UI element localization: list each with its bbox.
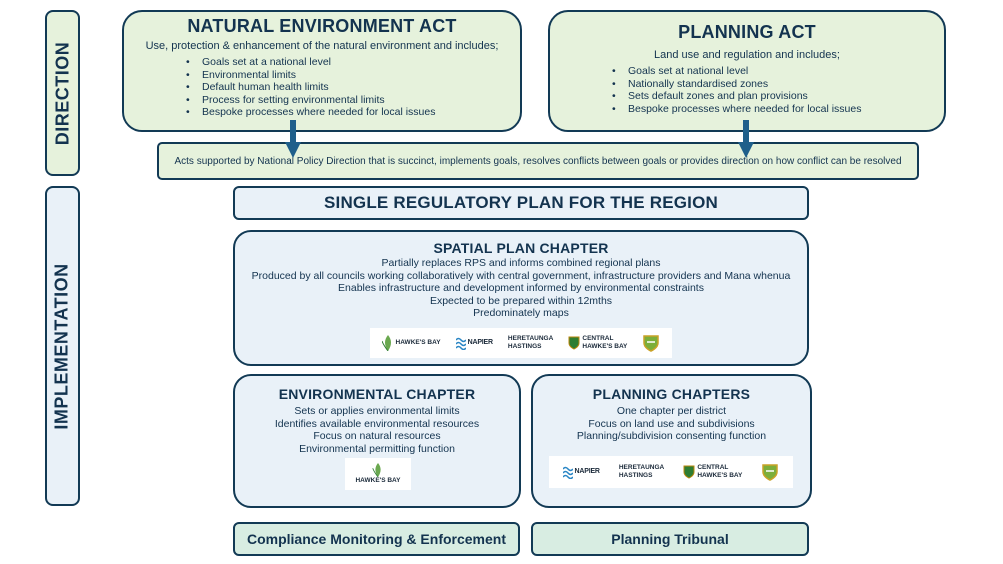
- list-item: One chapter per district: [616, 405, 727, 417]
- planning-act-intro: Land use and regulation and includes;: [654, 49, 840, 61]
- environmental-chapter-title: ENVIRONMENTAL CHAPTER: [278, 386, 476, 402]
- natural-environment-act-intro: Use, protection & enhancement of the nat…: [145, 40, 499, 52]
- logo-text: NAPIER: [467, 338, 493, 346]
- environmental-chapter-logo: HAWKE'S BAY: [345, 458, 411, 490]
- logo-text: HERETAUNGA: [507, 335, 554, 342]
- direction-side-label: DIRECTION: [45, 10, 80, 176]
- logo-text: HAWKE'S BAY: [582, 342, 628, 350]
- spatial-plan-chapter-lines: Partially replaces RPS and informs combi…: [235, 257, 807, 320]
- planning-chapters-council-logos: NAPIER HERETAUNGA HASTINGS CENTRAL HAWKE…: [549, 456, 793, 488]
- crest-logo: [761, 463, 779, 481]
- compliance-monitoring-text: Compliance Monitoring & Enforcement: [246, 531, 506, 547]
- implementation-side-label: IMPLEMENTATION: [45, 186, 80, 506]
- logo-text: HASTINGS: [618, 471, 653, 479]
- single-regulatory-plan-title: SINGLE REGULATORY PLAN FOR THE REGION: [233, 186, 809, 220]
- central-hawkes-bay-district-council-logo: CENTRAL HAWKE'S BAY: [683, 464, 743, 479]
- logo-text: HAWKE'S BAY: [395, 338, 441, 346]
- napier-city-council-logo: NAPIER: [455, 336, 493, 350]
- list-item: Planning/subdivision consenting function: [576, 430, 767, 443]
- planning-act-box: PLANNING ACT Land use and regulation and…: [548, 10, 946, 132]
- list-item: Sets default zones and plan provisions: [612, 90, 934, 103]
- planning-chapters-lines: One chapter per district Focus on land u…: [533, 405, 810, 443]
- list-item: Focus on natural resources: [313, 430, 441, 443]
- list-item: Default human health limits: [186, 81, 510, 94]
- leaf-icon: [372, 463, 381, 478]
- list-item: Goals set at a national level: [186, 56, 510, 69]
- list-item: Process for setting environmental limits: [186, 94, 510, 107]
- spatial-plan-chapter-box: SPATIAL PLAN CHAPTER Partially replaces …: [233, 230, 809, 366]
- planning-tribunal-text: Planning Tribunal: [611, 531, 729, 547]
- logo-text: CENTRAL: [697, 464, 729, 471]
- logo-text: HERETAUNGA: [618, 464, 665, 471]
- crest-icon: [762, 464, 779, 481]
- list-item: Sets or applies environmental limits: [294, 405, 460, 417]
- shield-icon: [568, 336, 580, 350]
- list-item: Bespoke processes where needed for local…: [612, 103, 934, 116]
- logo-text: HAWKE'S BAY: [697, 471, 743, 479]
- direction-label-text: DIRECTION: [52, 41, 72, 145]
- single-regulatory-plan-text: SINGLE REGULATORY PLAN FOR THE REGION: [323, 193, 719, 212]
- central-hawkes-bay-district-council-logo: CENTRAL HAWKE'S BAY: [568, 335, 628, 350]
- list-item: Focus on land use and subdivisions: [588, 417, 755, 430]
- spatial-plan-chapter-title: SPATIAL PLAN CHAPTER: [433, 240, 609, 256]
- logo-text: NAPIER: [574, 467, 600, 475]
- planning-act-list: Goals set at national level Nationally s…: [612, 65, 934, 115]
- crest-icon: [643, 335, 660, 352]
- list-item: Enables infrastructure and development i…: [338, 282, 704, 295]
- list-item: Goals set at national level: [612, 65, 934, 78]
- list-item: Environmental limits: [186, 69, 510, 82]
- environmental-chapter-lines: Sets or applies environmental limits Ide…: [235, 405, 519, 455]
- spatial-plan-council-logos: HAWKE'S BAY NAPIER HERETAUNGA HASTINGS C…: [370, 328, 672, 358]
- list-item: Identifies available environmental resou…: [274, 417, 480, 430]
- down-arrow-icon: [285, 120, 301, 158]
- logo-text: CENTRAL: [582, 335, 614, 342]
- national-policy-direction-strip: Acts supported by National Policy Direct…: [157, 142, 919, 180]
- list-item: Environmental permitting function: [299, 442, 455, 455]
- list-item: Expected to be prepared within 12mths: [429, 294, 613, 307]
- crest-logo: [642, 334, 660, 352]
- planning-act-title: PLANNING ACT: [678, 22, 816, 42]
- leaf-icon: [381, 335, 391, 351]
- national-policy-direction-text: Acts supported by National Policy Direct…: [174, 155, 902, 167]
- list-item: Nationally standardised zones: [612, 78, 934, 91]
- wave-icon: [455, 337, 466, 350]
- logo-text: HAWKE'S BAY: [355, 477, 401, 485]
- compliance-monitoring-box: Compliance Monitoring & Enforcement: [233, 522, 520, 556]
- list-item: Bespoke processes where needed for local…: [186, 106, 510, 119]
- implementation-label-text: IMPLEMENTATION: [52, 262, 73, 430]
- napier-city-council-logo: NAPIER: [562, 465, 600, 479]
- hawkes-bay-regional-council-logo: HAWKE'S BAY: [381, 335, 441, 351]
- natural-environment-act-title: NATURAL ENVIRONMENT ACT: [187, 16, 457, 36]
- natural-environment-act-box: NATURAL ENVIRONMENT ACT Use, protection …: [122, 10, 522, 132]
- wave-icon: [562, 466, 573, 479]
- shield-icon: [683, 465, 695, 479]
- planning-chapters-title: PLANNING CHAPTERS: [592, 386, 751, 402]
- logo-text: HASTINGS: [507, 342, 542, 350]
- hastings-district-council-logo: HERETAUNGA HASTINGS: [618, 464, 665, 479]
- list-item: Partially replaces RPS and informs combi…: [381, 257, 661, 269]
- down-arrow-icon: [738, 120, 754, 158]
- natural-environment-act-list: Goals set at a national level Environmen…: [186, 56, 510, 119]
- hastings-district-council-logo: HERETAUNGA HASTINGS: [507, 335, 554, 350]
- list-item: Predominately maps: [473, 307, 569, 320]
- planning-tribunal-box: Planning Tribunal: [531, 522, 809, 556]
- hawkes-bay-regional-council-logo: HAWKE'S BAY: [355, 463, 401, 485]
- list-item: Produced by all councils working collabo…: [251, 269, 791, 282]
